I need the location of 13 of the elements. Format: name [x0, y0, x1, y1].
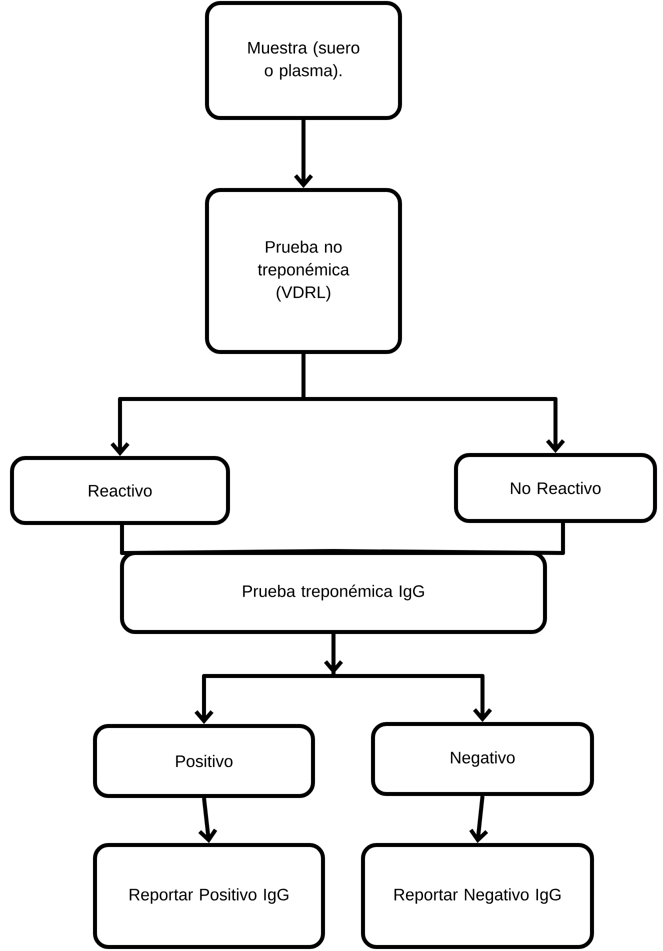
arrow [198, 798, 218, 843]
process-box: Prueba treponémica IgG [120, 551, 547, 634]
process-box: No Reactivo [454, 453, 657, 523]
process-box: Reactivo [10, 456, 230, 526]
arrow [294, 120, 314, 188]
process-box: Positivo [93, 724, 315, 798]
arrow [469, 796, 488, 843]
process-box: Reportar Negativo IgG [361, 843, 594, 949]
process-box: Muestra (suero o plasma). [205, 1, 402, 120]
arrow [302, 354, 566, 454]
process-box: Prueba no treponémica (VDRL) [205, 188, 402, 354]
process-box: Reportar Positivo IgG [93, 843, 325, 949]
process-box: Negativo [371, 722, 594, 796]
